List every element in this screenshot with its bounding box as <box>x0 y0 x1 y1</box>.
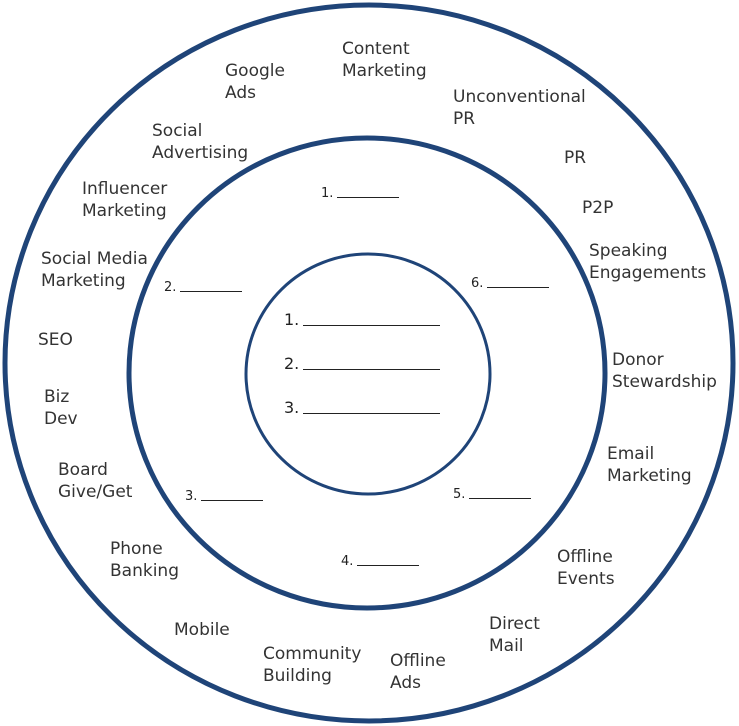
middle-slot-1: 1. <box>321 186 400 201</box>
label-line: Unconventional <box>453 87 586 107</box>
blank-line <box>357 565 420 566</box>
label-line: Phone <box>110 539 163 559</box>
label-line: Ads <box>225 83 256 103</box>
label-line: Marketing <box>342 61 427 81</box>
label-line: Mail <box>489 636 524 656</box>
center-goal-1: 1. <box>284 310 441 329</box>
label-line: Marketing <box>607 466 692 486</box>
label-line: Mobile <box>174 620 230 640</box>
label-line: Email <box>607 444 655 464</box>
label-community-building: Community Building <box>263 643 361 687</box>
label-offline-ads: Offline Ads <box>390 650 446 694</box>
center-goal-2: 2. <box>284 354 441 373</box>
middle-slot-6: 6. <box>471 276 550 291</box>
middle-slot-4: 4. <box>341 554 420 569</box>
blank-line <box>180 291 243 292</box>
label-email-marketing: Email Marketing <box>607 443 692 487</box>
middle-slot-5: 5. <box>453 487 532 502</box>
blank-line <box>337 197 400 198</box>
label-direct-mail: Direct Mail <box>489 613 540 657</box>
middle-slot-2: 2. <box>164 280 243 295</box>
label-content-marketing: Content Marketing <box>342 38 427 82</box>
label-line: Ads <box>390 673 421 693</box>
label-line: Offline <box>390 651 446 671</box>
center-goal-3: 3. <box>284 398 441 417</box>
goal-number: 1. <box>284 310 300 329</box>
label-line: Engagements <box>589 263 707 283</box>
goal-number: 2. <box>284 354 300 373</box>
label-line: PR <box>453 109 476 129</box>
label-social-advertising: Social Advertising <box>152 120 248 164</box>
label-line: Marketing <box>82 201 167 221</box>
label-line: Give/Get <box>58 482 133 502</box>
label-speaking-engagements: Speaking Engagements <box>589 240 706 284</box>
label-line: Building <box>263 666 332 686</box>
label-phone-banking: Phone Banking <box>110 538 179 582</box>
label-line: Offline <box>557 547 613 567</box>
label-line: Events <box>557 569 615 589</box>
label-line: Dev <box>44 409 78 429</box>
label-social-media-marketing: Social Media Marketing <box>41 248 148 292</box>
middle-ring <box>126 135 608 611</box>
label-line: Direct <box>489 614 540 634</box>
blank-line <box>303 413 441 414</box>
label-line: SEO <box>38 330 73 350</box>
label-line: Banking <box>110 561 179 581</box>
slot-number: 5. <box>453 487 466 502</box>
label-line: Board <box>58 460 108 480</box>
label-line: Biz <box>44 387 70 407</box>
label-line: Google <box>225 61 285 81</box>
blank-line <box>201 500 264 501</box>
slot-number: 3. <box>185 489 198 504</box>
label-biz-dev: Biz Dev <box>44 386 78 430</box>
slot-number: 2. <box>164 280 177 295</box>
label-pr: PR <box>564 147 586 169</box>
label-seo: SEO <box>38 329 73 351</box>
label-line: Community <box>263 644 362 664</box>
slot-number: 4. <box>341 554 354 569</box>
label-google-ads: Google Ads <box>225 60 285 104</box>
label-line: Advertising <box>152 143 249 163</box>
label-line: P2P <box>582 198 614 218</box>
label-p2p: P2P <box>582 197 613 219</box>
label-unconventional-pr: Unconventional PR <box>453 86 586 130</box>
middle-slot-3: 3. <box>185 489 264 504</box>
label-line: Social Media <box>41 249 148 269</box>
slot-number: 6. <box>471 276 484 291</box>
inner-ring <box>244 252 492 496</box>
slot-number: 1. <box>321 186 334 201</box>
label-line: PR <box>564 148 587 168</box>
blank-line <box>303 325 441 326</box>
label-line: Content <box>342 39 410 59</box>
label-offline-events: Offline Events <box>557 546 615 590</box>
label-board-give-get: Board Give/Get <box>58 459 132 503</box>
label-line: Stewardship <box>612 372 717 392</box>
label-influencer-marketing: Influencer Marketing <box>82 178 167 222</box>
label-donor-stewardship: Donor Stewardship <box>612 349 717 393</box>
label-line: Donor <box>612 350 664 370</box>
label-line: Speaking <box>589 241 668 261</box>
label-line: Marketing <box>41 271 126 291</box>
goal-number: 3. <box>284 398 300 417</box>
blank-line <box>487 287 550 288</box>
label-mobile: Mobile <box>174 619 230 641</box>
blank-line <box>303 369 441 370</box>
label-line: Social <box>152 121 203 141</box>
label-line: Influencer <box>82 179 168 199</box>
blank-line <box>469 498 532 499</box>
